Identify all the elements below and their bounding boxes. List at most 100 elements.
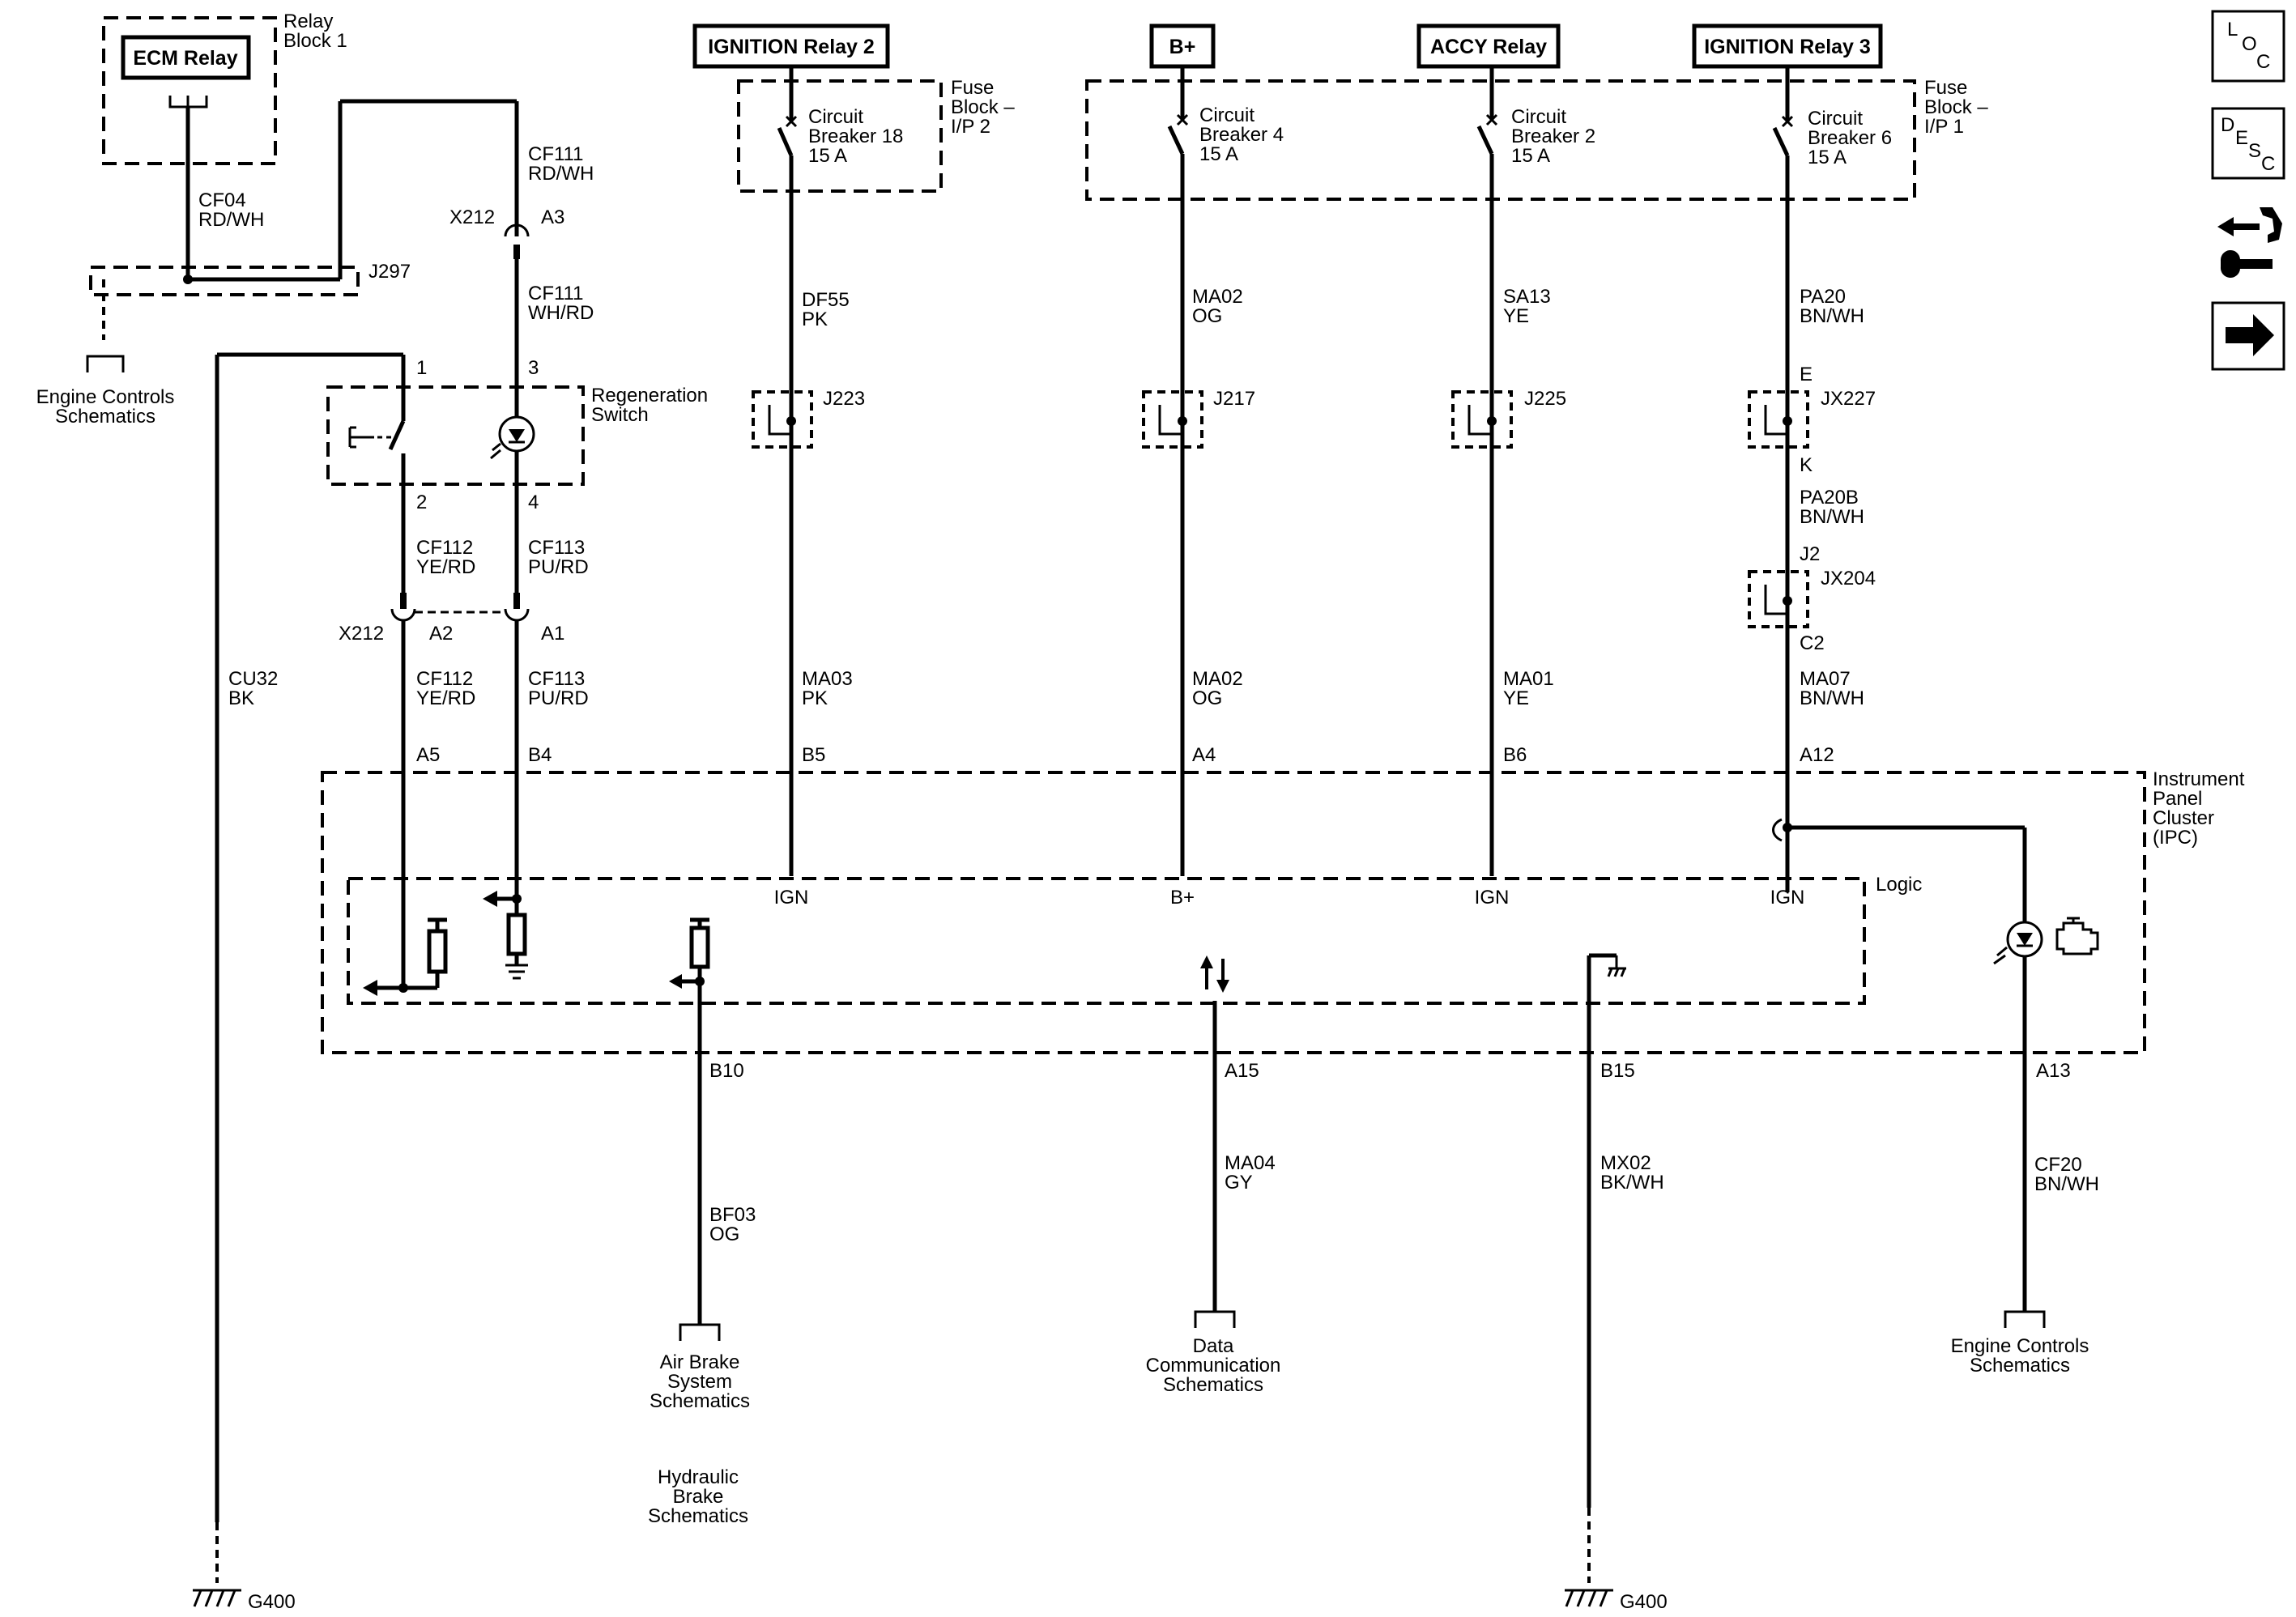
regeneration-switch-outline — [326, 385, 585, 486]
cb2-blade — [1476, 125, 1494, 155]
wire-crossover — [1772, 818, 1783, 842]
ground-symbol-right — [1565, 1589, 1613, 1607]
engine-icon — [2055, 917, 2099, 955]
jx227-pin-k-label: K — [1800, 454, 1813, 476]
b10-pullup-resistor — [689, 926, 710, 969]
desc-letter-d: D — [2221, 114, 2234, 136]
ign-input-1-label: IGN — [774, 887, 809, 908]
cb18-blade — [777, 126, 794, 157]
splice-j223 — [752, 390, 813, 449]
splice-j217 — [1142, 390, 1203, 449]
jx204-symbol — [1764, 585, 1787, 615]
battery-positive-label: B+ — [1169, 36, 1196, 58]
fuse-block-ip2-outline — [737, 79, 943, 193]
cb4-contact-x — [1176, 113, 1189, 126]
cb6-blade — [1772, 126, 1790, 157]
splice-j217-symbol — [1158, 405, 1182, 436]
led-light-rays — [490, 442, 501, 460]
splice-dot — [183, 274, 193, 284]
pin-a4-label: A4 — [1192, 744, 1216, 766]
desc-letter-c: C — [2261, 153, 2275, 175]
connector-pin-a2 — [400, 593, 407, 609]
pin-b4-label: B4 — [528, 744, 552, 766]
data-up-arrow-icon — [1200, 955, 1213, 989]
connector-x212-label-a3: X212 — [449, 206, 495, 228]
jx227-pin-e-label: E — [1800, 364, 1813, 385]
a5-input-arrow — [363, 980, 377, 996]
desc-letter-e: E — [2235, 127, 2248, 149]
connector-x212-a2 — [390, 608, 416, 622]
splice-j225-symbol — [1467, 405, 1492, 436]
pin-b6-label: B6 — [1503, 744, 1527, 766]
next-page-button[interactable] — [2211, 301, 2285, 371]
engine-controls-ref-symbol-right — [2004, 1310, 2046, 1328]
engine-controls-ref-symbol-left — [86, 355, 125, 372]
connector-jx227-label: JX227 — [1821, 388, 1876, 410]
loc-button[interactable]: L O C — [2211, 10, 2285, 83]
switch-actuator-symbol — [348, 426, 374, 449]
pin-a13-label: A13 — [2036, 1060, 2071, 1082]
ground-g400-left-label: G400 — [248, 1591, 296, 1613]
led-triangle — [509, 429, 525, 442]
connector-x212-label-a2: X212 — [339, 623, 384, 645]
splice-j225 — [1451, 390, 1513, 449]
connector-dot — [1783, 596, 1792, 606]
desc-button[interactable]: D E S C — [2211, 107, 2285, 180]
relay-terminal-symbol — [168, 96, 208, 109]
cb2-contact-x — [1485, 113, 1498, 126]
jx204-pin-c2-label: C2 — [1800, 632, 1825, 654]
cb4-blade — [1167, 125, 1185, 155]
cb18-contact-x — [785, 115, 798, 128]
b10-input-arrow — [669, 974, 682, 989]
loc-letter-o: O — [2242, 33, 2257, 55]
pin-4-label: 4 — [528, 491, 539, 513]
jx227-symbol — [1764, 405, 1787, 436]
pin-a1-label: A1 — [541, 623, 564, 645]
pin-a3-label: A3 — [541, 206, 564, 228]
connector-repair-button[interactable] — [2217, 207, 2282, 279]
wrench-connector-icon — [2217, 207, 2282, 279]
jx204-pin-j2-label: J2 — [1800, 543, 1820, 565]
accy-relay — [1416, 23, 1561, 69]
cb6-contact-x — [1781, 115, 1794, 128]
connector-jx204-label: JX204 — [1821, 568, 1876, 589]
ground-symbol-left — [193, 1589, 241, 1607]
b4-ground-icon — [505, 964, 528, 980]
mil-light-rays — [1993, 946, 2008, 965]
ground-g400-right-label: G400 — [1620, 1591, 1668, 1613]
connector-x212-a1 — [504, 608, 530, 622]
ignition-relay-3-label: IGNITION Relay 3 — [1704, 36, 1871, 58]
splice-dot — [1178, 416, 1187, 426]
pin-a2-label: A2 — [429, 623, 453, 645]
pin-b15-label: B15 — [1600, 1060, 1635, 1082]
desc-letter-s: S — [2248, 140, 2261, 162]
pin-a5-label: A5 — [416, 744, 440, 766]
a5-pullup-resistor — [427, 929, 448, 974]
b4-output-arrow — [483, 891, 497, 907]
pin-b10-label: B10 — [709, 1060, 744, 1082]
data-comm-ref-symbol — [1194, 1310, 1236, 1328]
